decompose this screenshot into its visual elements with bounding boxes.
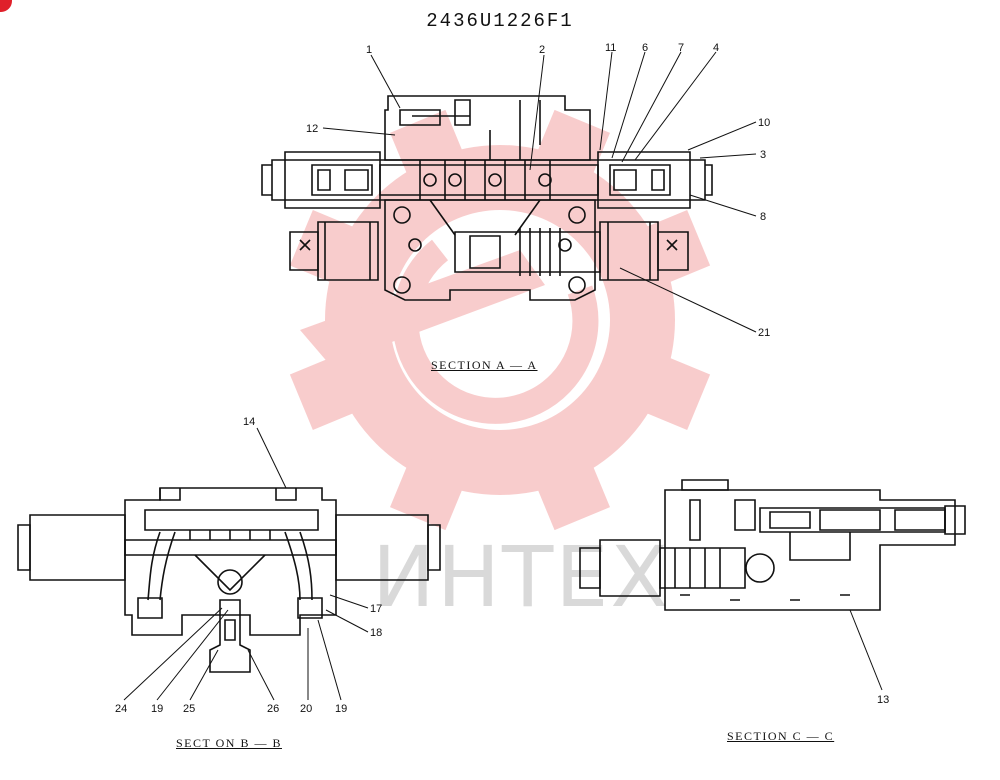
watermark-gear-logo	[289, 109, 711, 531]
callout-label: 17	[370, 603, 382, 615]
callout-label: 19	[335, 703, 347, 715]
callout-label: 25	[183, 703, 195, 715]
watermark-gear-tooth	[631, 351, 711, 430]
drawing-number: 2436U1226F1	[426, 10, 574, 32]
section-b-leaders	[123, 427, 369, 701]
callout-label: 21	[758, 327, 770, 339]
callout-label: 19	[151, 703, 163, 715]
section-a-callouts: 1 2 11 6 7 4 12 10 3 8 21	[306, 42, 770, 339]
callout-label: 13	[877, 694, 889, 706]
callout-label: 24	[115, 703, 127, 715]
section-c-callouts: 13	[877, 694, 889, 706]
section-a-drawing	[261, 95, 713, 301]
callout-label: 18	[370, 627, 382, 639]
watermark-gear-tooth	[631, 210, 711, 289]
callout-label: 20	[300, 703, 312, 715]
section-c-leaders	[849, 609, 883, 691]
callout-label: 1	[366, 44, 372, 56]
watermark-gear-tooth	[390, 109, 469, 189]
callout-label: 4	[713, 42, 719, 54]
section-a-leaders	[322, 51, 757, 333]
watermark-gear-tooth	[289, 351, 369, 430]
callout-label: 2	[539, 44, 545, 56]
callout-label: 26	[267, 703, 279, 715]
watermark-text: ИНТЕХ	[372, 528, 670, 626]
watermark-gear-tooth	[289, 210, 369, 289]
callout-label: 6	[642, 42, 648, 54]
section-b-caption: SECT ON B — B	[176, 736, 282, 750]
callout-label: 14	[243, 416, 255, 428]
callout-label: 3	[760, 149, 766, 161]
callout-label: 12	[306, 123, 318, 135]
section-b-drawing	[17, 487, 441, 673]
callout-label: 10	[758, 117, 770, 129]
watermark-gear-tooth	[390, 451, 469, 531]
callout-label: 11	[605, 42, 616, 54]
section-c-caption: SECTION C — C	[727, 729, 835, 743]
callout-label: 7	[678, 42, 684, 54]
section-b-callouts: 14 17 18 24 19 25 26 20 19	[115, 416, 382, 715]
section-a-caption: SECTION A — A	[431, 358, 538, 372]
watermark-gear-tooth	[531, 451, 610, 531]
section-c-drawing	[579, 479, 966, 611]
callout-label: 8	[760, 211, 766, 223]
